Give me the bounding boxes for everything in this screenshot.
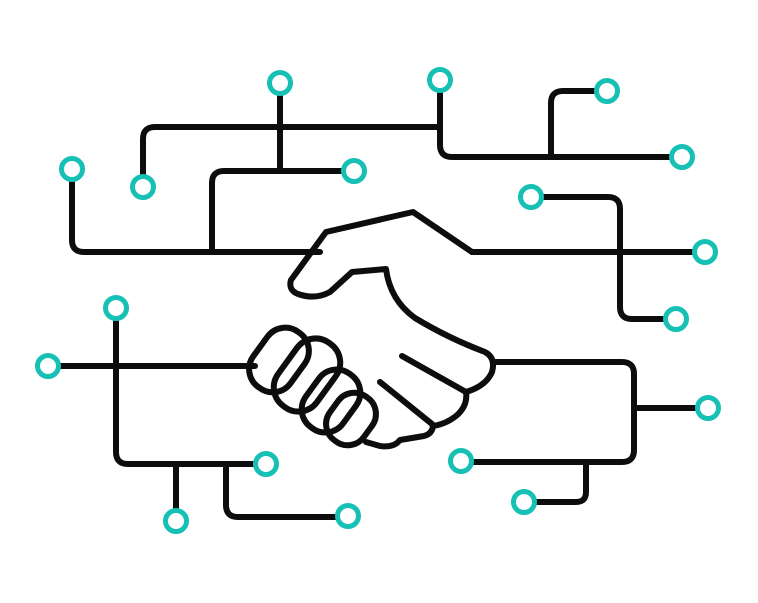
circuit-traces <box>57 88 699 520</box>
finger <box>270 335 344 415</box>
circuit-node <box>341 158 367 184</box>
circuit-trace <box>69 177 323 255</box>
circuit-trace <box>540 194 667 322</box>
circuit-node <box>692 239 718 265</box>
circuit-node <box>335 503 361 529</box>
circuit-trace <box>223 461 339 520</box>
circuit-trace <box>113 317 257 467</box>
circuit-node <box>59 156 85 182</box>
circuit-node <box>163 508 189 534</box>
palm-crease <box>377 379 435 427</box>
circuit-node <box>663 306 689 332</box>
circuit-node <box>448 448 474 474</box>
finger <box>246 324 312 396</box>
circuit-node <box>35 353 61 379</box>
circuit-node <box>518 184 544 210</box>
circuit-node <box>103 295 129 321</box>
circuit-node <box>267 70 293 96</box>
circuit-node <box>427 67 453 93</box>
finger <box>323 389 379 449</box>
circuit-node <box>253 451 279 477</box>
circuit-trace <box>140 124 443 178</box>
circuit-node <box>130 174 156 200</box>
finger <box>298 366 364 436</box>
upper-hand-outline <box>287 209 497 395</box>
circuit-node <box>669 144 695 170</box>
circuit-trace <box>437 89 673 160</box>
circuit-trace <box>209 168 345 255</box>
circuit-node <box>594 78 620 104</box>
circuit-node <box>695 395 721 421</box>
handshake-icon <box>246 209 497 450</box>
circuit-trace <box>533 459 589 505</box>
circuit-trace <box>548 88 598 160</box>
circuit-nodes <box>35 67 721 534</box>
circuit-trace <box>470 359 637 465</box>
circuit-node <box>511 489 537 515</box>
palm-crease <box>399 353 469 395</box>
lower-hand-outline <box>363 389 470 450</box>
